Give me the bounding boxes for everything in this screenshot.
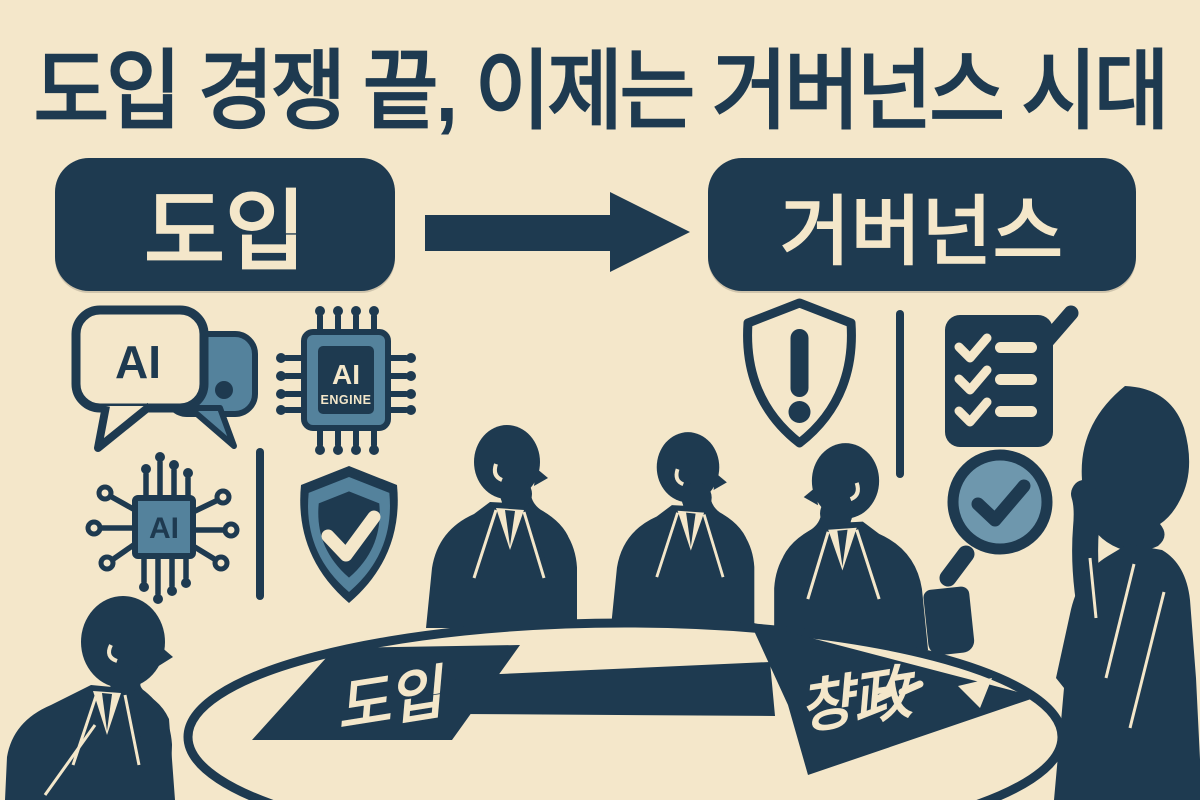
shield-check-icon — [300, 466, 398, 603]
ai-chat-label: AI — [115, 336, 161, 388]
chip-label-line2: ENGINE — [321, 393, 372, 407]
checklist-icon — [945, 305, 1079, 447]
circuit-chip-label: AI — [149, 512, 179, 545]
businessman-silhouette-1 — [426, 425, 577, 643]
arrow-shaft — [425, 215, 615, 251]
checklist-lines — [995, 342, 1037, 417]
corner-businessman-silhouette — [5, 596, 175, 800]
governance-box: 거버넌스 — [708, 158, 1136, 291]
circuit-dots — [139, 452, 193, 604]
circuit-hollow-dots — [85, 484, 240, 572]
table-transition-arrow: 도입 챵政 — [252, 622, 1037, 775]
shield-alert-icon — [743, 298, 856, 448]
ai-engine-chip-icon: AI ENGINE — [276, 306, 416, 455]
magnifier-handle — [939, 545, 975, 587]
speed-marks — [871, 678, 992, 708]
businessman-silhouette-3 — [774, 443, 929, 666]
checkmark — [321, 510, 381, 562]
exclamation-dot — [788, 401, 811, 423]
ai-circuit-chip-icon: AI — [85, 452, 240, 604]
businessman-silhouette-2 — [611, 432, 755, 639]
businesswoman-silhouette — [1054, 386, 1200, 800]
checkmark — [971, 479, 1031, 527]
governance-box-label: 거버넌스 — [780, 189, 1064, 275]
chip-label-line1: AI — [332, 359, 360, 390]
checklist-checks — [954, 333, 992, 427]
circuit-traces — [97, 459, 229, 597]
right-icon-divider — [896, 310, 904, 478]
arrow-head — [610, 192, 690, 272]
chip-pin-dots — [276, 306, 416, 455]
adoption-box-label: 도입 — [144, 182, 306, 281]
adoption-box: 도입 — [55, 158, 395, 291]
ai-chat-bubbles-icon: AI — [71, 305, 258, 452]
page-title: 도입 경쟁 끝, 이제는 거버넌스 시대 — [33, 43, 1170, 140]
cup — [922, 585, 976, 657]
left-icon-divider — [256, 448, 264, 600]
right-arrow-icon — [425, 192, 690, 272]
magnifier-check-icon — [939, 449, 1053, 587]
